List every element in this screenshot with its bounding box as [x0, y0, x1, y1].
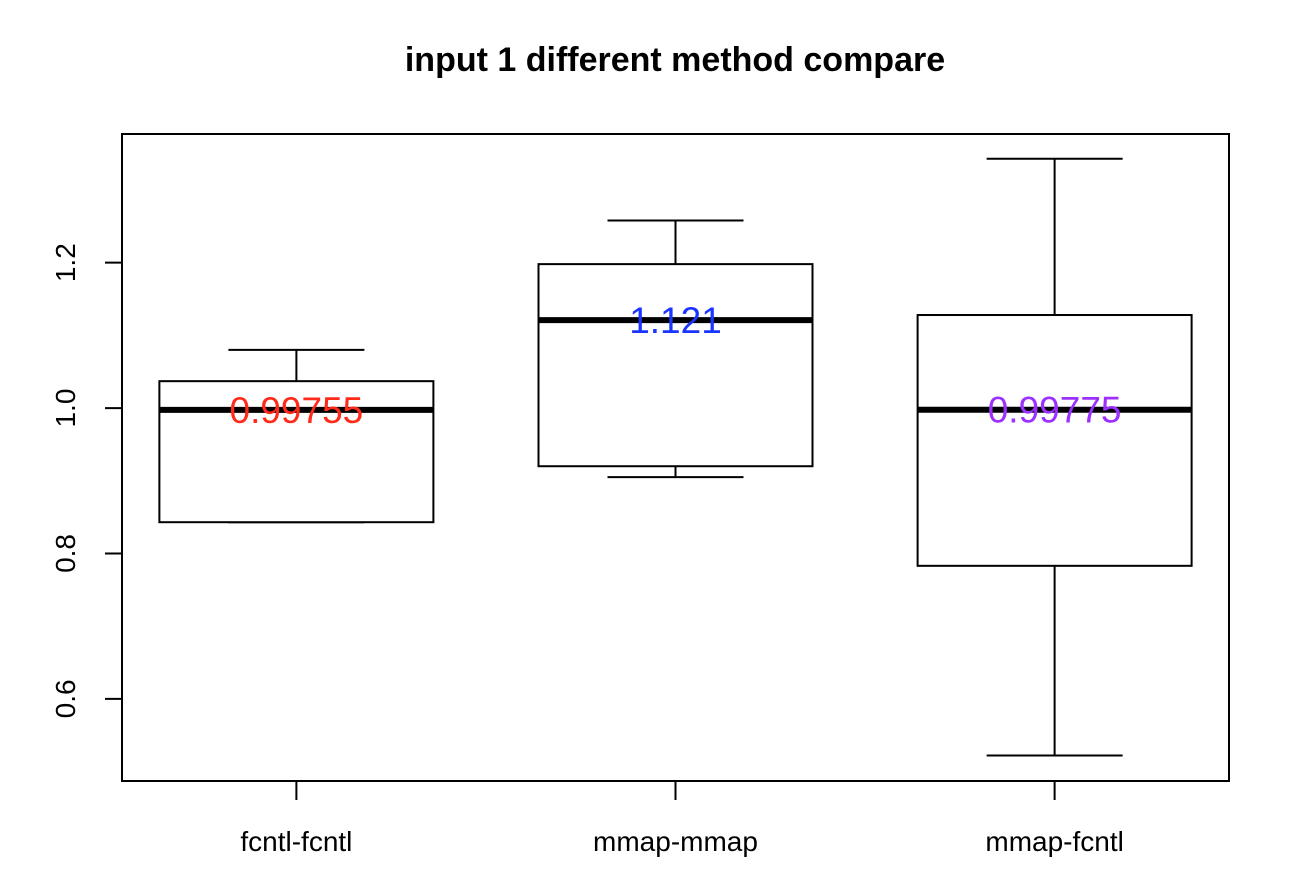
x-tick-label: mmap-fcntl: [985, 826, 1123, 857]
median-label: 1.121: [629, 300, 722, 341]
box-iqr: [537, 263, 814, 468]
y-tick-label: 0.6: [50, 679, 81, 718]
chart-title: input 1 different method compare: [405, 41, 945, 79]
box-iqr: [158, 380, 435, 524]
box-group: 1.121: [537, 219, 814, 479]
y-tick-label: 1.2: [50, 243, 81, 282]
boxes: 0.99755 1.121 0.99775: [158, 157, 1193, 757]
x-axis: fcntl-fcntl mmap-mmap mmap-fcntl: [240, 781, 1124, 857]
y-tick-label: 1.0: [50, 389, 81, 428]
box-iqr: [916, 314, 1193, 567]
median-label: 0.99775: [988, 390, 1122, 431]
median-label: 0.99755: [230, 390, 364, 431]
box-group: 0.99755: [158, 348, 435, 524]
x-tick-label: fcntl-fcntl: [240, 826, 352, 857]
x-tick-label: mmap-mmap: [593, 826, 758, 857]
box-group: 0.99775: [916, 157, 1193, 757]
y-tick-label: 0.8: [50, 534, 81, 573]
y-axis: 0.6 0.8 1.0 1.2: [50, 243, 123, 718]
